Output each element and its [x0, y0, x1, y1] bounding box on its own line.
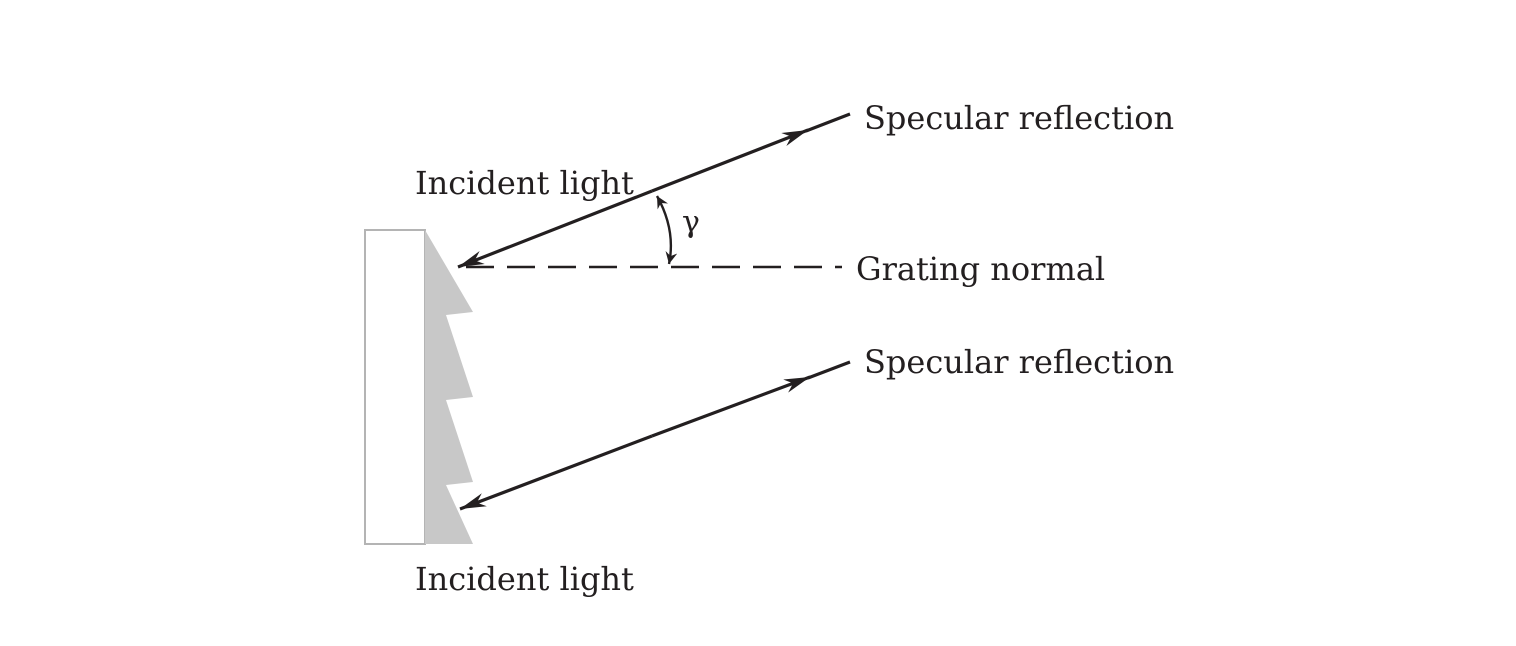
upper-ray-tail — [805, 112, 851, 133]
lower-incident-light-ray — [459, 434, 653, 511]
incident-light-label-bottom: Incident light — [415, 560, 634, 598]
upper-specular-reflection-ray — [651, 128, 809, 193]
grating-substrate — [364, 229, 426, 545]
incident-light-label-top: Incident light — [415, 164, 634, 202]
lower-ray-tail — [807, 360, 851, 380]
lower-specular-reflection-ray — [651, 375, 811, 438]
upper-incident-light-ray — [457, 189, 653, 269]
gamma-angle-arc — [655, 195, 678, 265]
blazed-grating-profile — [425, 230, 473, 544]
specular-reflection-label-top: Specular reflection — [864, 99, 1174, 137]
specular-reflection-label-bottom: Specular reflection — [864, 343, 1174, 381]
gamma-angle-label: γ — [682, 205, 700, 240]
grating-normal-label: Grating normal — [856, 250, 1105, 288]
